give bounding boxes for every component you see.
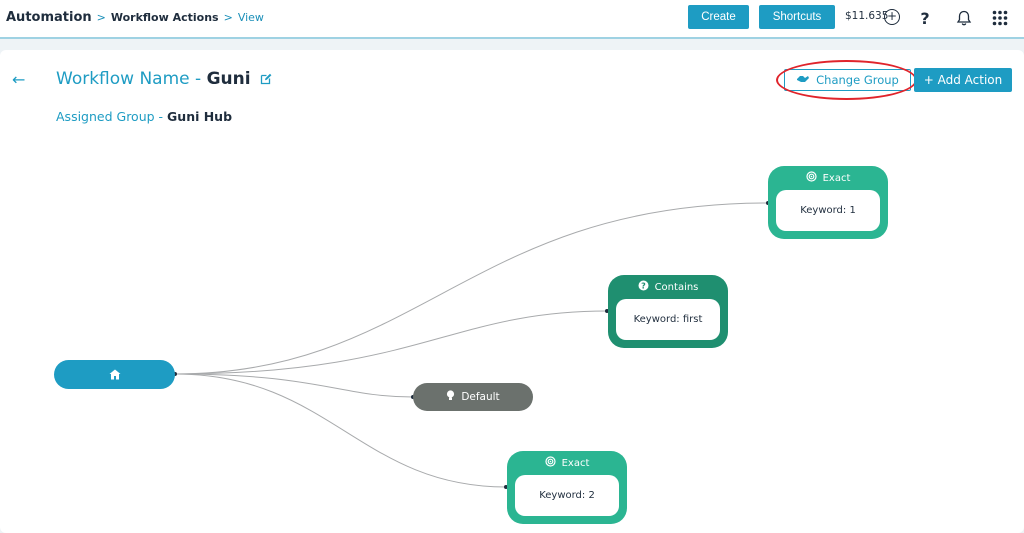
- edit-icon[interactable]: [260, 70, 272, 90]
- svg-text:?: ?: [641, 281, 646, 290]
- assigned-group: Assigned Group - Guni Hub: [56, 109, 232, 124]
- edge-dot: [504, 485, 508, 489]
- node-type: Exact: [822, 172, 851, 184]
- breadcrumb-separator: >: [223, 11, 233, 24]
- breadcrumb: Automation > Workflow Actions > View: [6, 10, 264, 25]
- breadcrumb-automation[interactable]: Automation: [6, 10, 92, 25]
- add-credit-icon[interactable]: +: [884, 9, 900, 25]
- workflow-name-label: Workflow Name -: [56, 69, 207, 89]
- breadcrumb-separator: >: [96, 11, 106, 24]
- target-icon: [544, 456, 556, 470]
- top-bar: Automation > Workflow Actions > View Cre…: [0, 0, 1024, 39]
- node-header: Exact: [515, 451, 619, 475]
- keyword-node-exact-1[interactable]: Exact Keyword: 1: [768, 166, 888, 239]
- bell-icon[interactable]: [949, 4, 979, 32]
- home-icon: [109, 365, 121, 384]
- node-header: ? Contains: [616, 275, 720, 299]
- group-handshake-icon: [796, 73, 810, 87]
- change-group-label: Change Group: [816, 73, 899, 87]
- create-button[interactable]: Create: [688, 5, 749, 29]
- question-icon: ?: [638, 280, 649, 294]
- node-keyword: Keyword: 1: [776, 190, 880, 231]
- edge-dot: [605, 309, 609, 313]
- breadcrumb-workflow-actions[interactable]: Workflow Actions: [110, 11, 219, 24]
- edge-dot: [173, 372, 177, 376]
- default-node[interactable]: Default: [413, 383, 533, 411]
- credit-balance: $11.635: [845, 10, 889, 22]
- apps-grid-icon[interactable]: [985, 4, 1015, 32]
- node-type: Contains: [654, 281, 699, 293]
- node-keyword: Keyword: 2: [515, 475, 619, 516]
- assigned-group-label: Assigned Group -: [56, 109, 168, 124]
- back-arrow-icon[interactable]: ←: [12, 70, 26, 89]
- node-type: Exact: [561, 457, 590, 469]
- workflow-panel: [0, 50, 1024, 533]
- default-label: Default: [461, 391, 500, 403]
- add-action-button[interactable]: + Add Action: [914, 68, 1012, 92]
- start-node[interactable]: [54, 360, 175, 389]
- node-header: Exact: [776, 166, 880, 190]
- breadcrumb-view: View: [237, 11, 264, 24]
- help-icon[interactable]: ?: [920, 8, 930, 28]
- workflow-name: Guni: [206, 69, 251, 89]
- bulb-icon: [446, 390, 455, 404]
- target-icon: [805, 171, 817, 185]
- page-title: Workflow Name - Guni: [56, 69, 272, 90]
- keyword-node-contains[interactable]: ? Contains Keyword: first: [608, 275, 728, 348]
- keyword-node-exact-2[interactable]: Exact Keyword: 2: [507, 451, 627, 524]
- assigned-group-value: Guni Hub: [167, 109, 233, 124]
- change-group-button[interactable]: Change Group: [784, 69, 911, 91]
- shortcuts-button[interactable]: Shortcuts: [759, 5, 835, 29]
- node-keyword: Keyword: first: [616, 299, 720, 340]
